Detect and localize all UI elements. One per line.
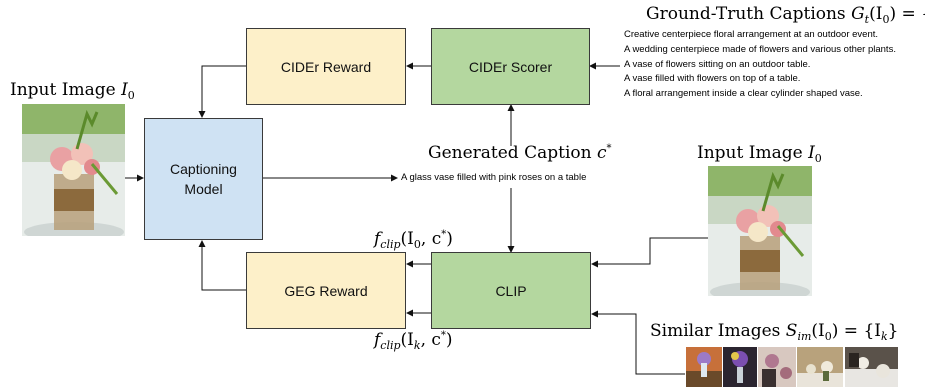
captioning-model-box: Captioning Model [144, 118, 263, 240]
gt-caption-4: A vase filled with flowers on top of a t… [624, 73, 801, 85]
cider-reward-box: CIDEr Reward [246, 28, 406, 105]
input-image-label-right: Input Image I0 [697, 143, 822, 165]
cider-scorer-label: CIDEr Scorer [468, 58, 553, 75]
input-image-right [708, 166, 812, 296]
fclip-similar-label: fclip(Ik, c*) [374, 330, 453, 352]
gt-caption-3: A vase of flowers sitting on an outdoor … [624, 58, 811, 70]
gt-caption-1: Creative centerpiece floral arrangement … [624, 29, 879, 40]
gt-caption-2: A wedding centerpiece made of flowers an… [624, 43, 896, 55]
similar-image-2 [723, 347, 757, 387]
arrow-similar-to-clip [591, 310, 685, 375]
similar-images-label: Similar Images Sim(I0) = {Ik} [650, 321, 899, 343]
similar-image-4 [797, 347, 843, 387]
arrow-cider-reward-to-model [198, 65, 246, 118]
gt-caption-5: A floral arrangement inside a clear cyli… [624, 88, 863, 100]
ground-truth-title: Ground-Truth Captions Gt(I0) = {cn0} [646, 4, 925, 26]
flower-photo-thumbnail [845, 347, 898, 387]
fclip-input-label: fclip(I0, c*) [374, 229, 453, 251]
generated-caption-label: Generated Caption c* [428, 143, 612, 163]
geg-reward-label: GEG Reward [284, 282, 368, 299]
clip-label: CLIP [495, 282, 527, 299]
geg-reward-box: GEG Reward [246, 252, 406, 329]
flower-photo-thumbnail [686, 347, 722, 387]
captioning-model-label: Captioning Model [170, 161, 237, 197]
cider-scorer-box: CIDEr Scorer [431, 28, 590, 105]
flower-vase-photo [22, 104, 125, 236]
flower-vase-photo [708, 166, 812, 296]
similar-image-3 [758, 347, 796, 387]
ground-truth-captions-list: Creative centerpiece floral arrangement … [624, 28, 896, 102]
clip-box: CLIP [431, 252, 591, 329]
flower-photo-thumbnail [723, 347, 757, 387]
cider-reward-label: CIDEr Reward [280, 58, 372, 75]
arrow-input-right-to-clip [591, 237, 708, 268]
input-image-left [22, 104, 125, 236]
generated-caption-sentence: A glass vase filled with pink roses on a… [401, 172, 587, 183]
arrow-geg-to-model [198, 240, 246, 291]
flower-photo-thumbnail [797, 347, 843, 387]
similar-image-1 [686, 347, 722, 387]
input-image-label-left: Input Image I0 [10, 80, 135, 102]
flower-photo-thumbnail [758, 347, 796, 387]
similar-image-5 [845, 347, 898, 387]
